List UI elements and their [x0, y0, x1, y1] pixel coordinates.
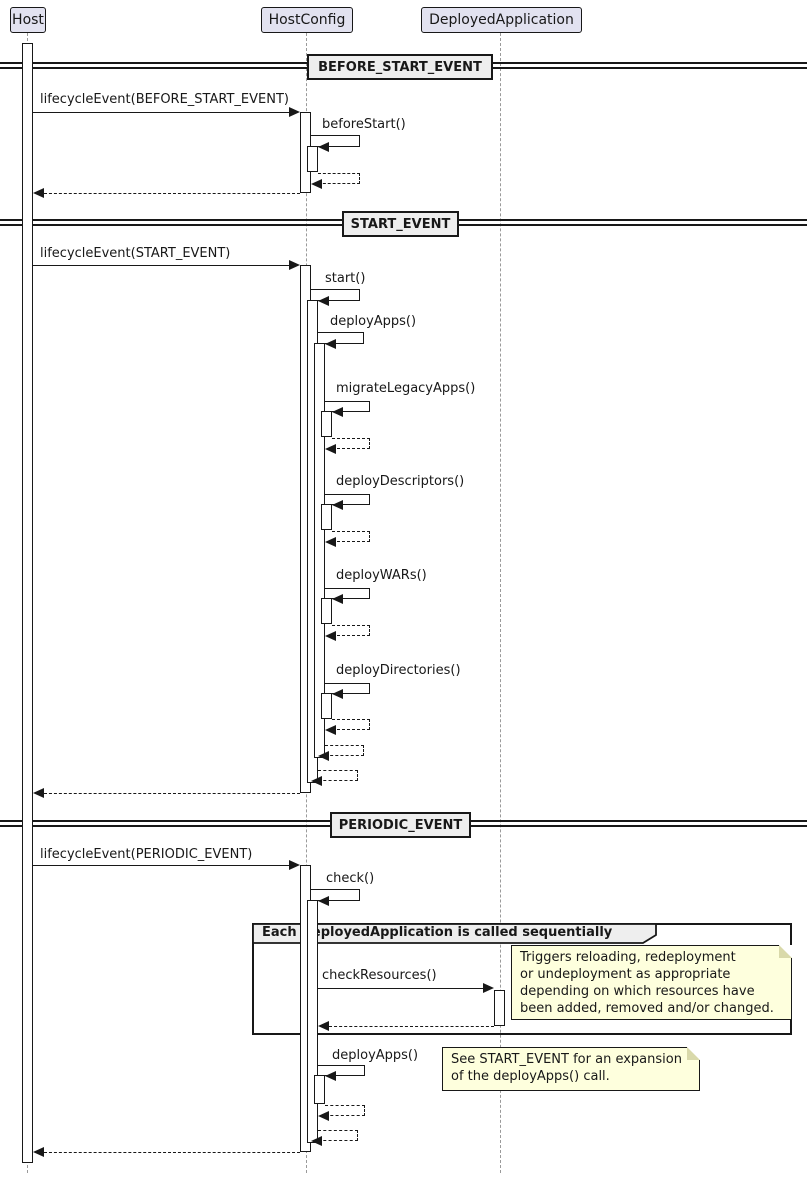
self-return-deployapps-periodic: [325, 1105, 365, 1116]
message-label-migratelegacyapps: migrateLegacyApps(): [336, 381, 476, 396]
message-label-lifecycle-periodic: lifecycleEvent(PERIODIC_EVENT): [40, 847, 253, 862]
note-check-resources: Triggers reloading, redeployment or unde…: [511, 945, 792, 1020]
return-line-checkresources: [329, 1026, 494, 1027]
arrowhead: [318, 296, 329, 306]
self-call-deploydirectories: [325, 683, 370, 694]
lifeline-deployedapplication: [500, 33, 501, 1173]
return-line-to-host: [44, 1152, 300, 1153]
self-return-migratelegacyapps: [332, 438, 370, 449]
self-return-start: [318, 770, 358, 781]
self-call-deploywars: [325, 588, 370, 599]
self-call-beforestart: [311, 135, 360, 147]
participant-deployedapplication-label: DeployedApplication: [429, 12, 574, 28]
self-return-check: [318, 1130, 358, 1141]
message-line-lifecycle-before: [33, 112, 290, 113]
activation-bar-nested: [307, 900, 318, 1143]
participant-host-label: Host: [12, 12, 44, 28]
arrowhead: [325, 537, 336, 547]
message-label-checkresources: checkResources(): [322, 968, 437, 983]
arrowhead: [311, 179, 322, 189]
activation-bar-nested: [314, 1075, 325, 1104]
group-header-label: Each DeployedApplication is called seque…: [262, 925, 613, 940]
activation-bar-nested: [321, 693, 332, 719]
arrowhead: [332, 407, 343, 417]
message-label-deploydirectories: deployDirectories(): [336, 663, 461, 678]
divider-start-event: START_EVENT: [342, 211, 459, 237]
group-header-shape: [252, 923, 657, 944]
arrowhead: [318, 142, 329, 152]
participant-host: Host: [10, 7, 46, 33]
arrowhead: [483, 983, 494, 993]
participant-hostconfig-label: HostConfig: [268, 12, 346, 28]
return-line-to-host: [44, 193, 300, 194]
divider-start-label: START_EVENT: [350, 216, 451, 232]
arrowhead: [33, 188, 44, 198]
message-label-lifecycle-before: lifecycleEvent(BEFORE_START_EVENT): [40, 92, 289, 107]
arrowhead: [311, 776, 322, 786]
note-deploy-apps: See START_EVENT for an expansion of the …: [442, 1047, 700, 1091]
message-line-lifecycle-start: [33, 265, 290, 266]
arrowhead: [33, 788, 44, 798]
message-line-lifecycle-periodic: [33, 865, 290, 866]
self-call-migratelegacyapps: [325, 401, 370, 412]
divider-before-start-label: BEFORE_START_EVENT: [318, 59, 482, 75]
activation-bar-nested: [321, 411, 332, 437]
arrowhead: [332, 594, 343, 604]
self-return-deploydescriptors: [332, 531, 370, 542]
message-label-check: check(): [326, 871, 375, 886]
arrowhead: [318, 751, 329, 761]
activation-bar-deployedapplication: [494, 990, 505, 1026]
self-call-check: [311, 889, 360, 901]
participant-hostconfig: HostConfig: [261, 7, 353, 33]
self-call-deploydescriptors: [325, 494, 370, 505]
activation-bar-nested: [321, 598, 332, 624]
message-label-beforestart: beforeStart(): [322, 117, 406, 132]
activation-bar-nested: [321, 504, 332, 530]
divider-periodic-event: PERIODIC_EVENT: [330, 812, 471, 838]
group-sequential: Each DeployedApplication is called seque…: [252, 923, 792, 1035]
arrowhead: [325, 1071, 336, 1081]
message-label-start: start(): [325, 271, 366, 286]
self-call-deployapps-periodic: [318, 1065, 365, 1076]
message-line-checkresources: [318, 988, 484, 989]
arrowhead: [325, 339, 336, 349]
self-return-deployapps: [325, 745, 364, 756]
arrowhead: [332, 689, 343, 699]
arrowhead: [332, 500, 343, 510]
message-label-deploywars: deployWARs(): [336, 568, 427, 583]
activation-bar-host: [22, 43, 33, 1163]
self-return-deploydirectories: [332, 719, 370, 730]
divider-before-start-event: BEFORE_START_EVENT: [307, 54, 493, 80]
arrowhead: [318, 896, 329, 906]
arrowhead: [325, 725, 336, 735]
message-label-deployapps-periodic: deployApps(): [332, 1048, 419, 1063]
participant-deployedapplication: DeployedApplication: [421, 7, 582, 33]
arrowhead: [33, 1147, 44, 1157]
message-label-deployapps: deployApps(): [330, 314, 417, 329]
message-label-lifecycle-start: lifecycleEvent(START_EVENT): [40, 246, 231, 261]
arrowhead: [289, 860, 300, 870]
arrowhead: [311, 1136, 322, 1146]
self-return-beforestart: [318, 173, 360, 184]
self-return-deploywars: [332, 625, 370, 636]
arrowhead: [325, 631, 336, 641]
arrowhead: [318, 1111, 329, 1121]
self-call-start: [311, 289, 360, 301]
divider-periodic-label: PERIODIC_EVENT: [338, 817, 463, 833]
arrowhead: [289, 260, 300, 270]
return-line-to-host: [44, 793, 300, 794]
message-label-deploydescriptors: deployDescriptors(): [336, 474, 465, 489]
self-call-deployapps: [318, 332, 364, 344]
arrowhead: [289, 107, 300, 117]
arrowhead: [325, 444, 336, 454]
activation-bar-nested: [307, 146, 318, 172]
arrowhead: [318, 1021, 329, 1031]
